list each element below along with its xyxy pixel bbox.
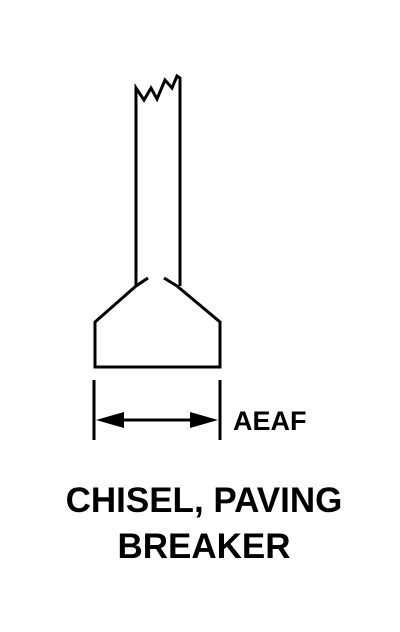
chisel-blade-outline (93, 284, 222, 369)
dimension-arrow-left-icon (96, 412, 124, 428)
diagram-title-line-2: BREAKER (117, 527, 290, 566)
shank-break-line-right (163, 276, 178, 288)
diagram-title-line-1: CHISEL, PAVING (66, 481, 343, 520)
dimension-arrow-right-icon (190, 412, 218, 428)
chisel-shank-outline (134, 73, 182, 286)
dimension-label: AEAF (233, 406, 307, 436)
shank-break-line-left (135, 276, 149, 288)
